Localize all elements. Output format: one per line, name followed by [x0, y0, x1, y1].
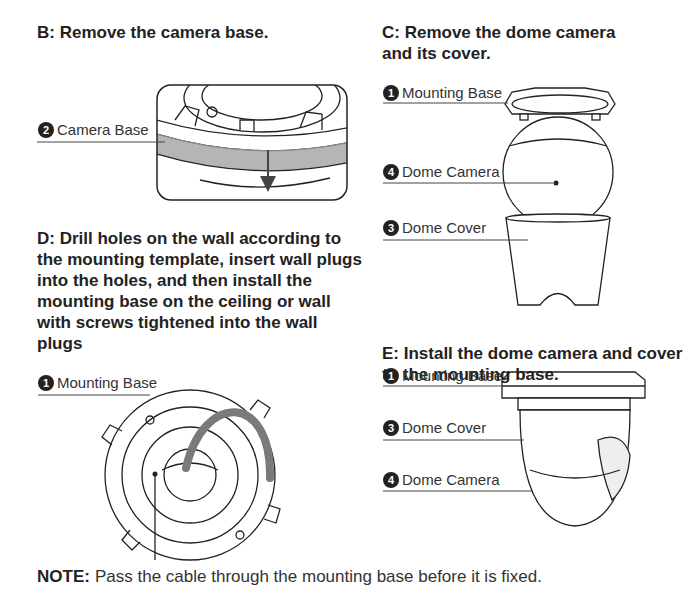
callout-number: 1 [383, 85, 399, 101]
note-text: Pass the cable through the mounting base… [95, 566, 542, 588]
step-heading: D: Drill holes on the wall according to … [37, 228, 362, 354]
part-label: Mounting Base [402, 367, 502, 385]
callout-number: 3 [383, 220, 399, 236]
note-heading: NOTE: [37, 566, 90, 588]
part-label: Mounting Base [57, 374, 157, 392]
callout-number: 3 [383, 420, 399, 436]
callout-number: 1 [383, 368, 399, 384]
part-label: Mounting Base [402, 84, 502, 102]
callout-number: 2 [38, 122, 54, 138]
part-label: Dome Cover [402, 419, 486, 437]
callout-number: 1 [38, 375, 54, 391]
part-label: Camera Base [57, 121, 149, 139]
callout-number: 4 [383, 164, 399, 180]
step-heading: B: Remove the camera base. [37, 22, 367, 43]
part-label: Dome Cover [402, 219, 486, 237]
callout-number: 4 [383, 472, 399, 488]
part-label: Dome Camera [402, 163, 500, 181]
part-label: Dome Camera [402, 471, 500, 489]
step-heading: C: Remove the dome camera and its cover. [382, 22, 632, 64]
